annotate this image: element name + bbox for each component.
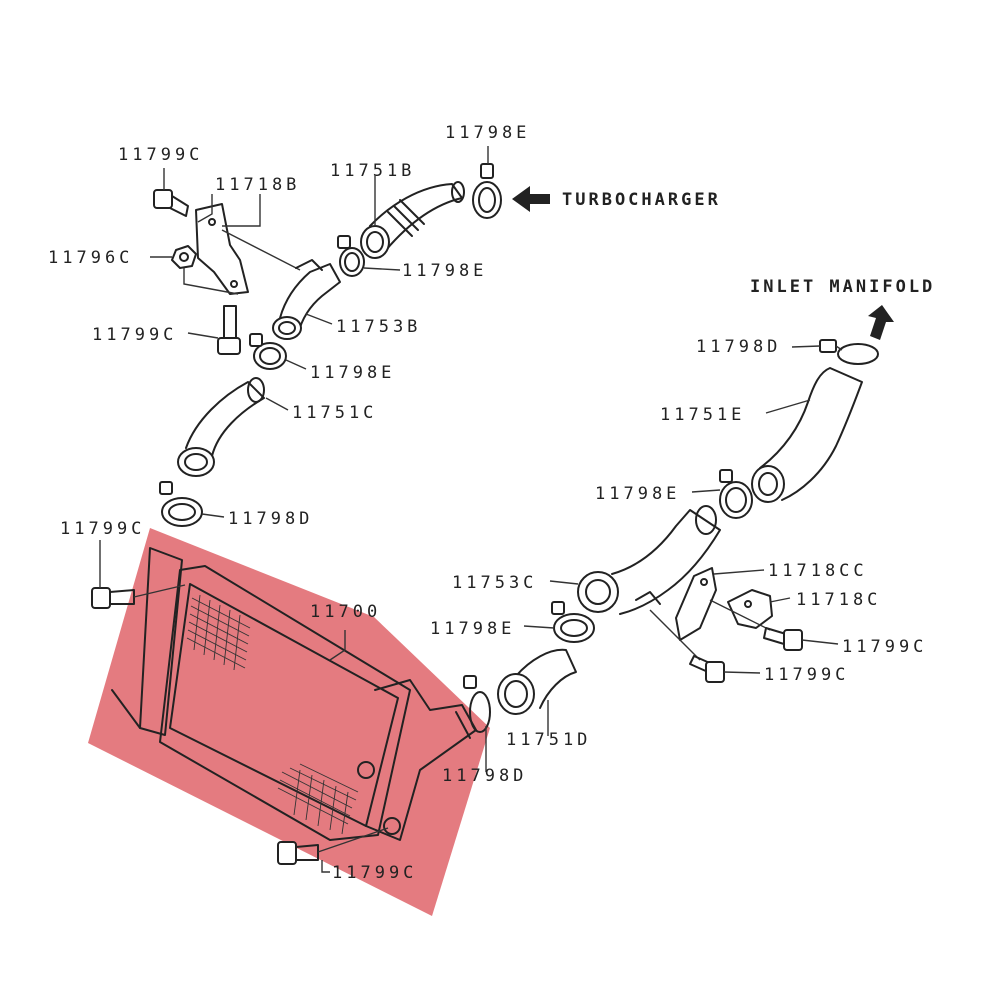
inlet-manifold-arrow-icon bbox=[868, 305, 894, 340]
label-11799c-vertical: 11799C bbox=[92, 325, 177, 345]
direction-labels: TURBOCHARGER INLET MANIFOLD bbox=[562, 190, 935, 297]
label-11799c-bottom: 11799C bbox=[332, 863, 417, 883]
part-labels: 11799C 11718B 11751B 11798E 11796C 11798… bbox=[48, 123, 927, 883]
label-11798d-b: 11798D bbox=[696, 337, 781, 357]
clamp-11798d-a[interactable] bbox=[159, 481, 203, 527]
bolt-11799c-left[interactable] bbox=[91, 584, 186, 609]
label-11700: 11700 bbox=[310, 602, 381, 622]
turbocharger-arrow-icon bbox=[512, 186, 550, 212]
bracket-11718b[interactable] bbox=[195, 203, 301, 295]
bolt-11799c-vertical[interactable] bbox=[217, 305, 241, 355]
bolt-11799c-top[interactable] bbox=[153, 189, 189, 217]
clamp-11798d-b[interactable] bbox=[819, 339, 879, 365]
label-11718cc: 11718CC bbox=[768, 561, 868, 581]
bolt-11799c-bottom[interactable] bbox=[277, 827, 389, 865]
label-11798d-c: 11798D bbox=[442, 766, 527, 786]
clamp-11798e-turbo[interactable] bbox=[472, 163, 502, 219]
label-11798e-e: 11798E bbox=[430, 619, 515, 639]
label-11799c-right: 11799C bbox=[842, 637, 927, 657]
label-11751d: 11751D bbox=[506, 730, 591, 750]
label-11799c-right-lower: 11799C bbox=[764, 665, 849, 685]
label-11751e: 11751E bbox=[660, 405, 745, 425]
label-11753c: 11753C bbox=[452, 573, 537, 593]
hose-11751e[interactable] bbox=[751, 367, 863, 503]
bolt-11799c-right[interactable] bbox=[763, 627, 803, 651]
turbocharger-label: TURBOCHARGER bbox=[562, 190, 721, 210]
label-11798e-turbo: 11798E bbox=[445, 123, 530, 143]
label-11798e-d: 11798E bbox=[595, 484, 680, 504]
bracket-11718c[interactable] bbox=[649, 589, 773, 661]
label-11798d-a: 11798D bbox=[228, 509, 313, 529]
label-11751b: 11751B bbox=[330, 161, 415, 181]
hose-11751d[interactable] bbox=[497, 648, 577, 715]
label-11796c: 11796C bbox=[48, 248, 133, 268]
nut-11796c[interactable] bbox=[171, 245, 239, 295]
bracket-11718cc[interactable] bbox=[675, 567, 717, 641]
pipe-11753c[interactable] bbox=[577, 505, 721, 615]
label-11718c: 11718C bbox=[796, 590, 881, 610]
clamp-11798e-c[interactable] bbox=[249, 333, 287, 370]
pipe-11753b[interactable] bbox=[272, 259, 341, 340]
intercooler-11700[interactable] bbox=[111, 547, 477, 841]
clamp-11798d-c[interactable] bbox=[463, 675, 491, 733]
hose-11751b[interactable] bbox=[360, 181, 465, 259]
core-mesh-upper bbox=[186, 594, 251, 671]
label-11753b: 11753B bbox=[336, 317, 421, 337]
inlet-manifold-label: INLET MANIFOLD bbox=[750, 277, 935, 297]
label-11798e-b: 11798E bbox=[402, 261, 487, 281]
label-11718b: 11718B bbox=[215, 175, 300, 195]
label-11799c-top: 11799C bbox=[118, 145, 203, 165]
bolt-11799c-right-lower[interactable] bbox=[689, 655, 725, 683]
core-mesh-lower bbox=[277, 763, 359, 835]
clamp-11798e-d[interactable] bbox=[719, 469, 753, 519]
hose-11751c[interactable] bbox=[177, 377, 265, 477]
label-11798e-c: 11798E bbox=[310, 363, 395, 383]
label-11799c-left: 11799C bbox=[60, 519, 145, 539]
leader-lines bbox=[99, 146, 839, 873]
clamp-11798e-b[interactable] bbox=[337, 235, 365, 277]
label-11751c: 11751C bbox=[292, 403, 377, 423]
